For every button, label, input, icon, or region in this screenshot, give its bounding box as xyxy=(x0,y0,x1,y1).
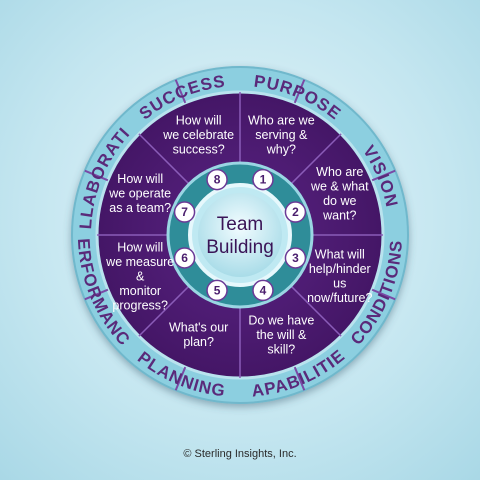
step-badge-8 xyxy=(206,168,228,191)
step-number-2: 2 xyxy=(292,205,299,219)
step-badge-4 xyxy=(252,279,274,302)
step-badge-7 xyxy=(173,201,196,223)
outer-ring-divider xyxy=(174,366,187,391)
sector-dividers xyxy=(97,92,383,378)
step-badge-2 xyxy=(284,201,307,223)
step-number-5: 5 xyxy=(214,283,221,297)
copyright-notice: © Sterling Insights, Inc. xyxy=(183,448,297,460)
outer-ring-divider xyxy=(371,288,396,301)
step-number-7: 7 xyxy=(181,205,188,219)
step-number-8: 8 xyxy=(214,173,221,187)
step-badge-3 xyxy=(284,247,307,269)
outer-ring-divider xyxy=(84,288,109,301)
hub xyxy=(198,193,282,277)
outer-ring-divider xyxy=(293,79,306,104)
outer-ring-divider xyxy=(293,366,306,391)
hub-title-line2: Building xyxy=(206,237,274,258)
step-number-1: 1 xyxy=(260,173,267,187)
step-badge-1 xyxy=(252,168,274,191)
step-badge-5 xyxy=(206,279,228,302)
sector-divider xyxy=(138,133,190,185)
outer-ring-divider xyxy=(84,169,109,182)
step-badge-6 xyxy=(173,247,196,269)
sector-divider xyxy=(290,133,342,185)
step-number-4: 4 xyxy=(260,283,267,297)
outer-ring-dividers xyxy=(84,79,396,391)
hub-title-line1: Team xyxy=(217,214,263,235)
step-number-3: 3 xyxy=(292,251,299,265)
sector-divider xyxy=(290,285,342,337)
step-number-6: 6 xyxy=(181,251,188,265)
outer-ring-divider xyxy=(174,79,187,104)
outer-ring-divider xyxy=(371,169,396,182)
sector-divider xyxy=(138,285,190,337)
